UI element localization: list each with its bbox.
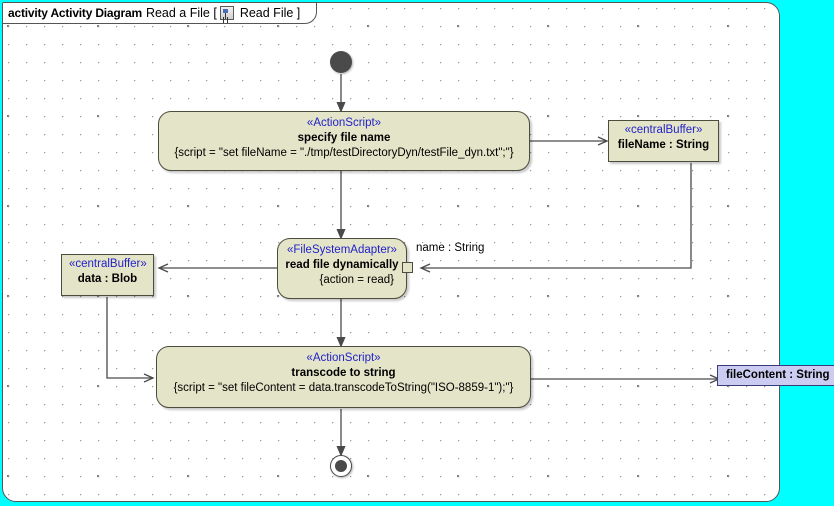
central-buffer-data[interactable]: «centralBuffer» data : Blob — [61, 254, 154, 296]
activity-diagram-frame: activity Activity Diagram Read a File [ … — [2, 2, 780, 502]
activity-final-node[interactable] — [330, 455, 352, 477]
input-pin-name[interactable] — [402, 262, 413, 273]
input-pin-label: name : String — [416, 242, 485, 254]
frame-keyword: activity Activity Diagram — [8, 6, 142, 20]
stereotype-label: «centralBuffer» — [624, 124, 703, 136]
frame-header: activity Activity Diagram Read a File [ … — [3, 3, 318, 24]
activity-final-inner — [335, 460, 347, 472]
stereotype-label: «centralBuffer» — [69, 258, 147, 270]
action-read-file-dynamically[interactable]: «FileSystemAdapter» read file dynamicall… — [277, 238, 407, 299]
activity-parameter-file-content[interactable]: fileContent : String — [717, 365, 834, 386]
action-specify-file-name[interactable]: «ActionScript» specify file name {script… — [158, 111, 530, 171]
node-constraint-label: {script = "set fileContent = data.transc… — [173, 382, 514, 394]
node-name-label: transcode to string — [291, 367, 396, 379]
central-buffer-file-name[interactable]: «centralBuffer» fileName : String — [608, 120, 719, 162]
action-transcode-to-string[interactable]: «ActionScript» transcode to string {scri… — [156, 346, 531, 408]
activity-diagram-icon — [219, 6, 234, 20]
initial-node[interactable] — [330, 51, 352, 73]
node-constraint-label: {action = read} — [319, 274, 395, 286]
stereotype-label: «FileSystemAdapter» — [287, 244, 397, 256]
node-name-label: data : Blob — [77, 273, 138, 285]
frame-name: Read a File [ — [145, 6, 217, 20]
node-name-label: specify file name — [297, 132, 391, 144]
node-name-label: read file dynamically — [285, 259, 399, 271]
node-constraint-label: {script = "set fileName = "./tmp/testDir… — [174, 147, 514, 159]
node-name-label: fileName : String — [617, 139, 710, 151]
stereotype-label: «ActionScript» — [306, 352, 381, 364]
stereotype-label: «ActionScript» — [306, 117, 382, 129]
frame-diagram-label: Read File ] — [239, 6, 301, 20]
